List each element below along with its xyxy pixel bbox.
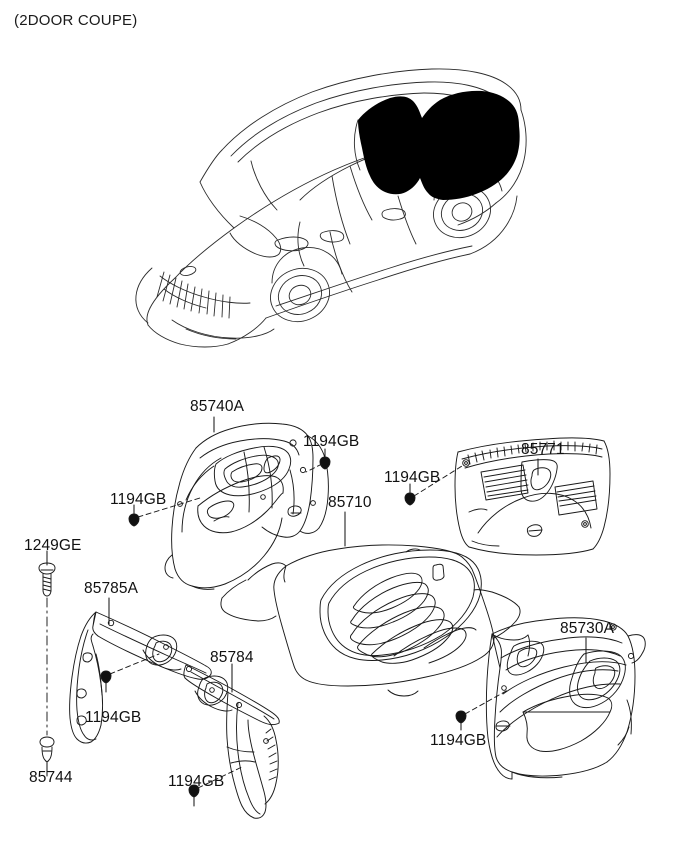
fastener-85744 [39,736,55,777]
part-85784 [183,664,280,819]
fastener-1194GB-a [305,448,331,473]
callout-85771: 85771 [521,441,565,458]
page-title: (2DOOR COUPE) [14,12,138,29]
callout-1194GB-e: 1194GB [168,773,225,790]
part-85730A [485,617,646,780]
callout-1194GB-a: 1194GB [303,433,360,450]
part-85740A [164,422,329,590]
callout-85784: 85784 [210,649,254,666]
callout-85744: 85744 [29,769,73,786]
callout-1249GE: 1249GE [24,537,82,554]
part-85710 [220,544,521,697]
callout-1194GB-d: 1194GB [85,709,142,726]
fastener-1194GB-c [404,465,463,506]
callout-1194GB-c: 1194GB [384,469,441,486]
part-85771 [454,437,611,556]
fastener-1194GB-f [455,689,509,731]
fastener-1194GB-e [188,765,245,807]
callout-85785A: 85785A [84,580,139,597]
fastener-1194GB-d [100,653,160,693]
fastener-1249GE [38,550,56,736]
callout-85740A: 85740A [190,398,245,415]
callout-1194GB-f: 1194GB [430,732,487,749]
part-85785A [69,611,212,744]
fastener-1194GB-b [128,497,201,527]
callout-85730A: 85730A [560,620,615,637]
callout-85710: 85710 [328,494,372,511]
callout-1194GB-b: 1194GB [110,491,167,508]
